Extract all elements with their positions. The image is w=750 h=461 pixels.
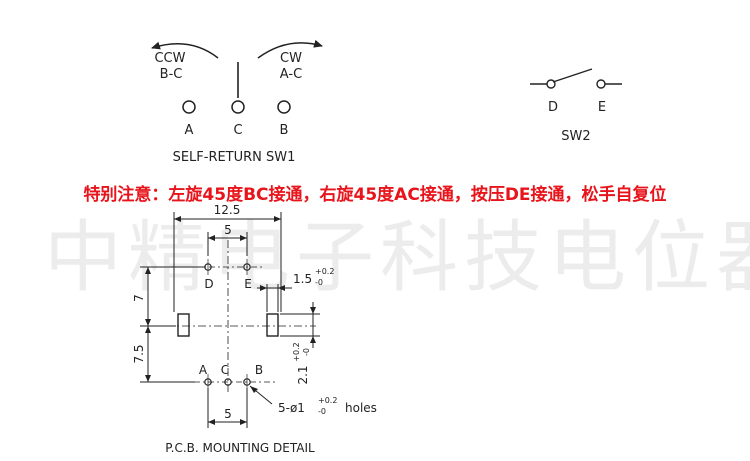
label-d: D <box>204 277 213 291</box>
holes-tol-minus: -0 <box>318 407 326 416</box>
dim-upper-height-label: 7 <box>132 294 146 302</box>
ccw-contact-label: B-C <box>160 67 183 82</box>
cw-label: CW <box>280 51 302 66</box>
arrow-ab-left <box>208 419 215 425</box>
terminal-a-circle <box>182 100 196 114</box>
arrow-de-left <box>208 235 215 241</box>
terminal-b-circle <box>277 100 291 114</box>
cw-arrow <box>257 39 323 59</box>
cw-contact-label: A-C <box>280 67 302 82</box>
hole-c <box>224 378 232 386</box>
holes-label: 5-ø1 <box>278 401 305 415</box>
pcb-caption: P.C.B. MOUNTING DETAIL <box>165 441 315 455</box>
arrow-width-right <box>274 216 281 222</box>
arrow-pad-left <box>260 285 267 291</box>
arrow-de-right <box>240 235 247 241</box>
dim-width-label: 12.5 <box>214 203 241 217</box>
holes-leader-arrow <box>250 386 258 393</box>
pcb-mounting-detail <box>140 212 320 428</box>
holes-tol-plus: +0.2 <box>318 396 337 405</box>
dim-lower-height-label: 7.5 <box>132 344 146 363</box>
arrow-pad-top <box>310 307 316 314</box>
sw1-caption: SELF-RETURN SW1 <box>173 150 296 165</box>
arrow-upper-top <box>145 267 151 274</box>
arrow-lower-bottom <box>145 375 151 382</box>
terminal-c-circle <box>231 100 245 114</box>
label-e: E <box>244 277 252 291</box>
holes-suffix: holes <box>345 401 377 415</box>
pcb-labels: 12.5 5 D E 7 7.5 1.5 +0.2 -0 2.1 +0.2 -0… <box>132 203 377 455</box>
dim-pad-height-tol-minus: -0 <box>302 348 311 356</box>
dim-de-spacing-label: 5 <box>224 223 232 237</box>
dim-pad-width-tol-plus: +0.2 <box>315 267 334 276</box>
contact-blade-open <box>552 68 593 83</box>
arrow-pad-right <box>278 285 285 291</box>
sw2-symbol: D E SW2 <box>530 68 622 144</box>
mounting-slot-right <box>266 313 279 337</box>
ccw-label: CCW <box>154 51 185 66</box>
terminal-e-circle <box>596 79 606 89</box>
mounting-slot-left <box>177 313 190 337</box>
dim-bottom-spacing-label: 5 <box>224 407 232 421</box>
sw2-caption: SW2 <box>561 129 590 144</box>
arrow-upper-bottom <box>145 319 151 326</box>
arrow-pad-bottom <box>310 336 316 343</box>
label-c: C <box>221 363 229 377</box>
notice-text: 特别注意：左旋45度BC接通，右旋45度AC接通，按压DE接通，松手自复位 <box>83 185 667 205</box>
arrow-width-left <box>174 216 181 222</box>
arrow-ab-right <box>240 419 247 425</box>
terminal-b-label: B <box>280 123 289 138</box>
terminal-c-label: C <box>233 123 242 138</box>
label-b: B <box>255 363 263 377</box>
dim-pad-width-label: 1.5 <box>293 272 312 286</box>
sw1-symbol: CCW B-C CW A-C A C B SELF-RETURN SW1 <box>151 39 323 165</box>
terminal-e-label: E <box>598 100 606 115</box>
terminal-a-label: A <box>185 123 194 138</box>
terminal-d-label: D <box>548 100 558 115</box>
dim-pad-height-label: 2.1 <box>296 365 310 384</box>
dim-pad-width-tol-minus: -0 <box>315 278 323 287</box>
dim-pad-height-tol-plus: +0.2 <box>292 342 301 361</box>
arrow-lower-top <box>145 326 151 333</box>
label-a: A <box>199 363 208 377</box>
ccw-arrow <box>151 41 219 59</box>
